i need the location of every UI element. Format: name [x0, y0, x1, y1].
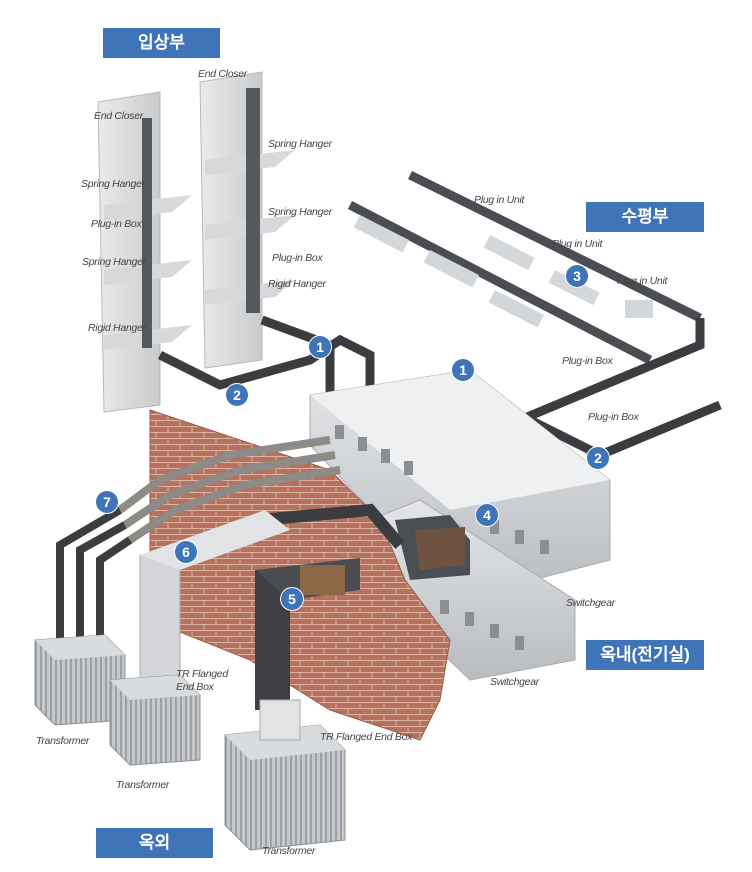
- marker-5: 5: [281, 588, 303, 610]
- section-badge-outdoor: 옥외: [96, 828, 213, 858]
- label-plugin-box-left: Plug-in Box: [91, 218, 142, 230]
- marker-3: 3: [566, 265, 588, 287]
- transformer-1: [34, 634, 126, 726]
- marker-6: 6: [175, 541, 197, 563]
- marker-2-right: 2: [587, 447, 609, 469]
- label-plug-in-unit-1: Plug in Unit: [474, 194, 525, 206]
- label-plugin-box-h2: Plug-in Box: [588, 411, 639, 423]
- label-spring-hanger-r2: Spring Hanger: [268, 206, 332, 218]
- label-end-closer-left: End Closer: [94, 110, 143, 122]
- label-transformer-1: Transformer: [36, 735, 90, 747]
- transformer-2: [109, 674, 201, 766]
- label-rigid-hanger-right: Rigid Hanger: [268, 278, 326, 290]
- label-tr-flanged-end-box-2: TR Flanged End Box: [320, 731, 413, 743]
- label-spring-hanger-l1: Spring Hanger: [81, 178, 145, 190]
- marker-4: 4: [476, 504, 498, 526]
- riser-wall-left: [97, 91, 192, 413]
- label-tr-flanged-end-box-1: TR Flanged End Box: [176, 668, 228, 693]
- riser-wall-right: [199, 71, 295, 369]
- label-spring-hanger-r1: Spring Hanger: [268, 138, 332, 150]
- label-plug-in-unit-2: Plug in Unit: [552, 238, 603, 250]
- label-switchgear-2: Switchgear: [490, 676, 539, 688]
- label-rigid-hanger-left: Rigid Hanger: [88, 322, 146, 334]
- section-badge-horizontal: 수평부: [586, 202, 704, 232]
- tr-connection-box: [395, 515, 470, 580]
- riser-feeders: [157, 315, 375, 395]
- section-badge-riser: 입상부: [103, 28, 220, 58]
- marker-2-left: 2: [226, 384, 248, 406]
- label-spring-hanger-l2: Spring Hanger: [82, 256, 146, 268]
- label-switchgear-1: Switchgear: [566, 597, 615, 609]
- marker-7: 7: [96, 491, 118, 513]
- marker-1-riser: 1: [309, 336, 331, 358]
- flexible-busway: [56, 436, 341, 640]
- label-plugin-box-h1: Plug-in Box: [562, 355, 613, 367]
- section-badge-indoor: 옥내(전기실): [586, 640, 704, 670]
- label-transformer-3: Transformer: [262, 845, 316, 857]
- label-transformer-2: Transformer: [116, 779, 170, 791]
- marker-1-center: 1: [452, 359, 474, 381]
- label-plug-in-unit-3: Plug in Unit: [617, 275, 668, 287]
- label-end-closer-right: End Closer: [198, 68, 247, 80]
- transformer-3: [224, 699, 346, 851]
- label-plugin-box-right: Plug-in Box: [272, 252, 323, 264]
